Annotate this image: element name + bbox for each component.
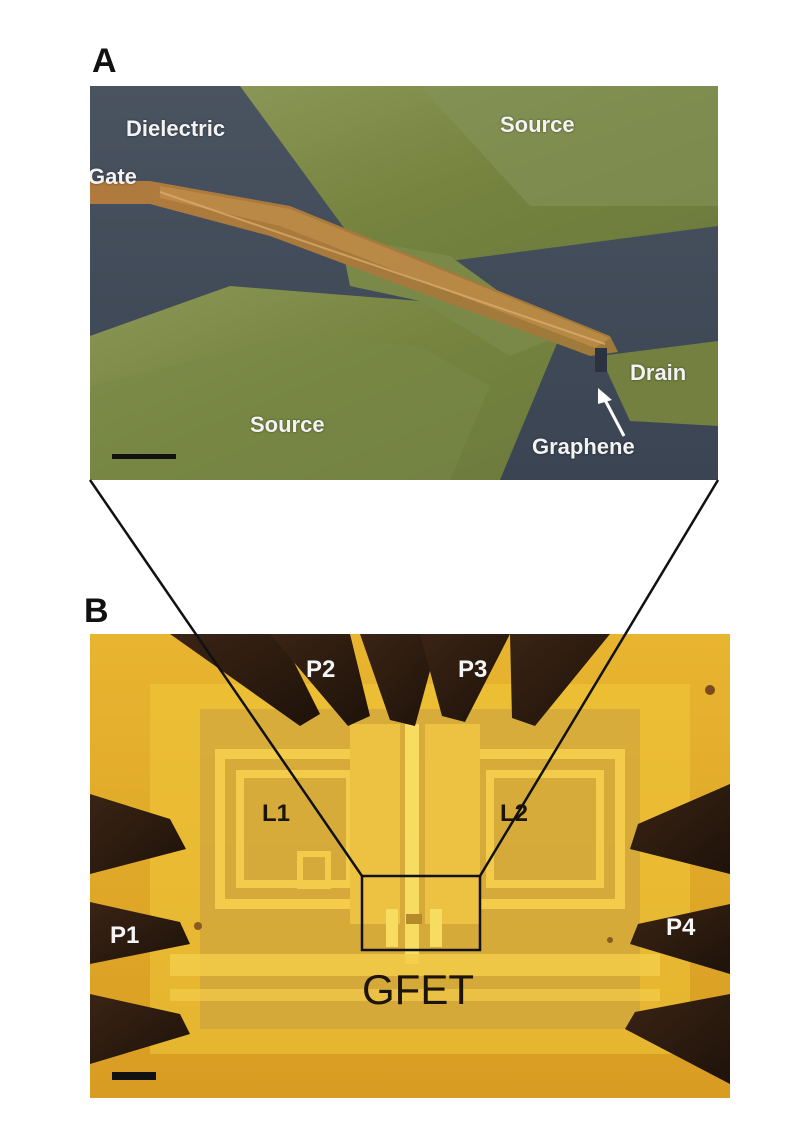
graphene-arrow <box>602 397 626 437</box>
drain-electrode <box>600 341 718 426</box>
label-source-top: Source <box>500 112 575 137</box>
label-p3: P3 <box>458 656 488 683</box>
probe-p1-bottom <box>90 994 190 1064</box>
gfet-zoom-box <box>360 874 482 952</box>
label-gfet: GFET <box>362 966 474 1013</box>
gate-finger <box>90 181 618 356</box>
label-graphene: Graphene <box>532 434 635 459</box>
panel-a-micrograph: Dielectric Source Gate Drain Source Grap… <box>90 86 718 480</box>
panel-a-scale-bar <box>112 454 176 459</box>
label-source-bottom: Source <box>250 412 325 437</box>
panel-b-letter: B <box>84 592 109 630</box>
probe-p4 <box>630 904 730 974</box>
label-l1: L1 <box>262 800 291 827</box>
label-dielectric: Dielectric <box>126 116 226 141</box>
probe-p1 <box>90 902 190 964</box>
panel-b-micrograph: P2 P3 P1 P4 L1 L2 GFET <box>90 634 730 1098</box>
label-gate: Gate <box>90 164 137 189</box>
panel-a-image <box>90 86 718 480</box>
panel-a-letter: A <box>92 42 117 80</box>
panel-b-scale-bar <box>112 1072 156 1080</box>
graphene-channel <box>595 348 607 372</box>
panel-b-image <box>90 634 730 1098</box>
label-l2: L2 <box>500 800 529 827</box>
probe-p4-bottom <box>625 994 730 1084</box>
label-p1: P1 <box>110 922 140 949</box>
label-drain: Drain <box>630 360 687 385</box>
label-p2: P2 <box>306 656 336 683</box>
label-p4: P4 <box>666 914 696 941</box>
